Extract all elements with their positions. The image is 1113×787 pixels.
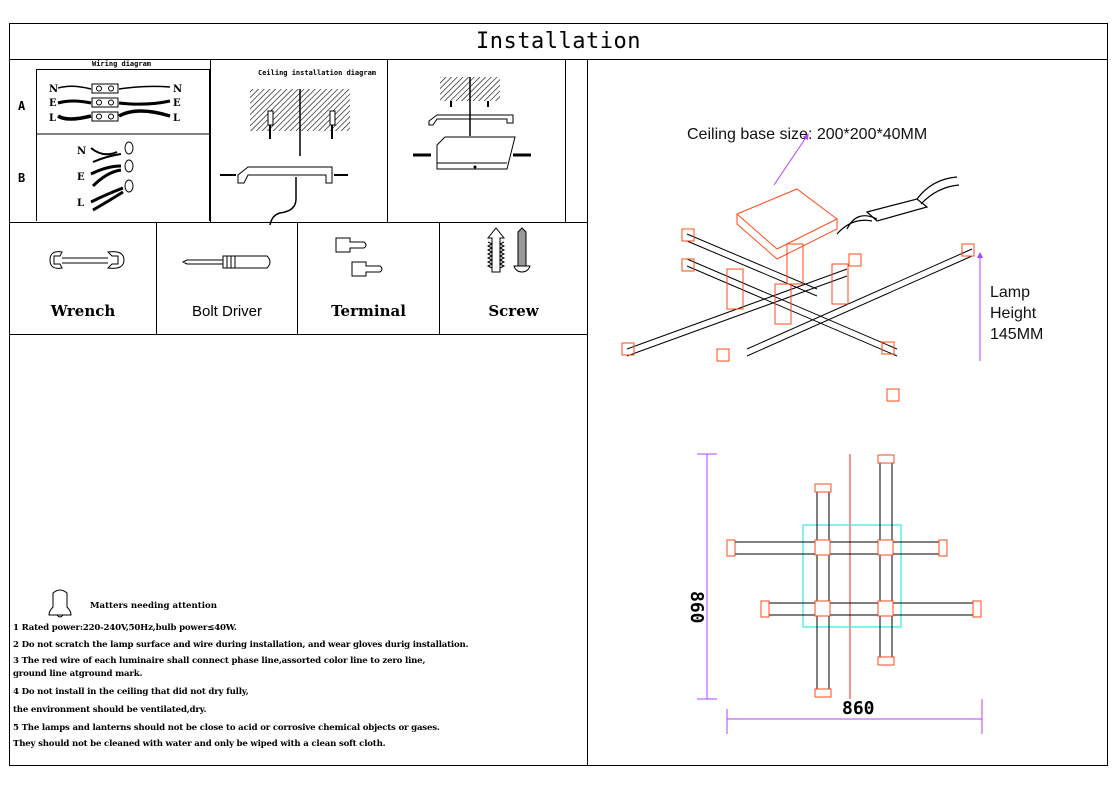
svg-text:N: N (77, 146, 86, 157)
tool-label: Bolt Driver (191, 303, 262, 320)
installation-sheet: Installation Wiring diagram A B (9, 23, 1108, 766)
tool-label: Screw (488, 302, 539, 320)
row-a-label: A (18, 99, 26, 113)
svg-text:E: E (49, 98, 57, 109)
screw-icon (486, 227, 531, 273)
wiring-diagram: N E L N E L N E L (36, 69, 211, 221)
note-item: They should not be cleaned with water an… (13, 739, 386, 749)
screwdriver-icon (181, 255, 271, 269)
tool-terminal: Terminal (298, 222, 440, 334)
height-dimension: 860 (686, 591, 707, 624)
wiring-drawing: N E L N E L N E L (37, 83, 211, 212)
attention-heading: Matters needing attention (90, 601, 217, 611)
svg-text:E: E (173, 98, 181, 109)
diagram-row: Wiring diagram A B N E (10, 59, 587, 226)
title-bar: Installation (10, 24, 1107, 60)
wiring-caption: Wiring diagram (92, 60, 152, 68)
note-item: 4 Do not install in the ceiling that did… (13, 687, 249, 697)
lamp-height-line: 145MM (990, 326, 1044, 343)
left-panel: Wiring diagram A B N E (10, 59, 588, 765)
note-item: ground line atground mark. (13, 669, 143, 679)
svg-text:L: L (173, 113, 180, 124)
width-dimension: 860 (842, 698, 875, 719)
svg-text:L: L (77, 198, 84, 209)
note-item: the environment should be ventilated,dry… (13, 705, 207, 715)
ceiling-mount-drawing (220, 89, 350, 226)
lamp-height-line: Lamp (990, 284, 1031, 301)
bell-icon (48, 589, 72, 618)
tool-label: Terminal (331, 302, 406, 320)
tool-label: Wrench (50, 302, 116, 320)
row-b-label: B (18, 171, 26, 185)
tools-row: Wrench Bolt Driver Terminal (10, 222, 587, 335)
top-view-drawing: 860 860 (686, 453, 983, 734)
svg-text:E: E (77, 172, 85, 183)
tool-wrench: Wrench (10, 222, 157, 334)
terminal-block-icon (91, 83, 119, 122)
product-panel: Ceiling base size: 200*200*40MM Lamp Hei… (587, 59, 1107, 765)
terminal-icon (335, 237, 383, 277)
svg-text:N: N (173, 84, 182, 95)
note-item: 5 The lamps and lanterns should not be c… (13, 723, 440, 733)
tool-screw: Screw (440, 222, 587, 334)
svg-text:N: N (49, 84, 58, 95)
wrench-icon (49, 251, 125, 269)
note-item: 1 Rated power:220-240V,50Hz,bulb power≤4… (13, 623, 237, 633)
isometric-lamp-drawing (621, 133, 983, 402)
page-title: Installation (476, 29, 641, 54)
ceiling-base-outline (802, 524, 902, 628)
note-item: 3 The red wire of each luminaire shall c… (13, 656, 426, 666)
lamp-height-line: Height (990, 305, 1037, 322)
ceiling-base-drawing (413, 77, 531, 170)
tool-bolt-driver: Bolt Driver (157, 222, 298, 334)
ceiling-install-caption: Ceiling installation diagram (258, 69, 377, 77)
svg-text:L: L (49, 113, 56, 124)
note-item: 2 Do not scratch the lamp surface and wi… (13, 640, 469, 650)
